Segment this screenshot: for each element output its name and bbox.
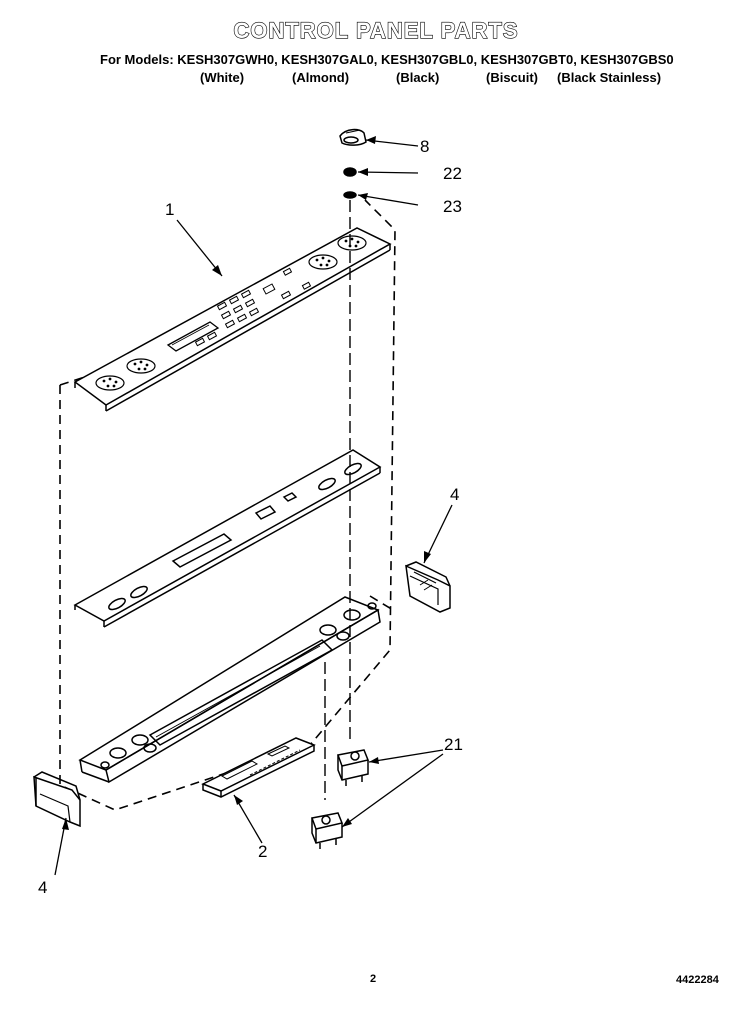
- page-title: CONTROL PANEL PARTS: [233, 17, 519, 43]
- control-panel-backing: [73, 449, 382, 628]
- callout-switch: 21: [444, 735, 463, 754]
- control-panel-overlay: [73, 227, 392, 412]
- control-panel-frame: [78, 596, 381, 784]
- page-number: 2: [370, 973, 377, 985]
- burner-dots: [102, 237, 360, 388]
- color-almond: (Almond): [292, 70, 350, 85]
- burner-graphic: [95, 235, 367, 391]
- callout-control-panel: 1: [165, 200, 174, 219]
- callout-knob: 8: [420, 137, 429, 156]
- part-number: 4422284: [676, 974, 719, 986]
- spring-clip-part: [343, 167, 357, 177]
- knob-part: [339, 128, 367, 146]
- display-window: [166, 321, 220, 352]
- keypad: [194, 267, 312, 347]
- callout-spring-clip: 22: [443, 164, 462, 183]
- housing-outline: [59, 199, 396, 811]
- callout-washer: 23: [443, 197, 462, 216]
- switch-upper: [336, 749, 370, 786]
- color-white: (White): [200, 70, 245, 85]
- electronic-control-board: [201, 737, 316, 798]
- callout-end-cap-right: 4: [450, 485, 459, 504]
- color-black-stainless: (Black Stainless): [557, 70, 662, 85]
- arrowheads: [62, 136, 431, 830]
- models-list: For Models: KESH307GWH0, KESH307GAL0, KE…: [100, 52, 674, 67]
- leader-lines: [54, 139, 453, 876]
- callout-electronic-control: 2: [258, 842, 267, 861]
- end-cap-right: [405, 561, 451, 613]
- switch-lower: [310, 812, 344, 849]
- callout-end-cap-left: 4: [38, 878, 47, 897]
- color-biscuit: (Biscuit): [486, 70, 538, 85]
- washer-part: [343, 191, 357, 199]
- color-black: (Black): [396, 70, 440, 85]
- end-cap-left: [33, 771, 81, 828]
